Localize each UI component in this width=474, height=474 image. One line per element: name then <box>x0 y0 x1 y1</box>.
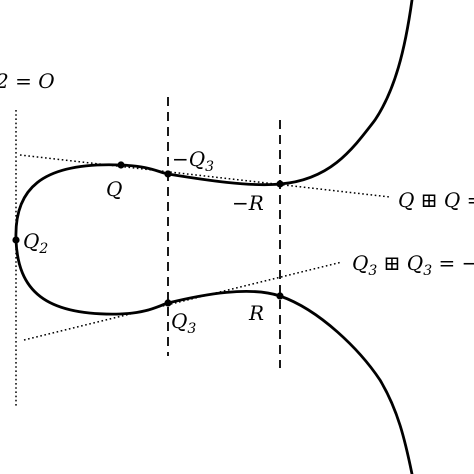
label-q3-box-q3-b: ⊞ Q <box>377 251 423 275</box>
label-q3-main: Q <box>171 309 187 333</box>
point-q3 <box>164 299 172 307</box>
label-q3-box-q3-c: = − <box>432 251 474 275</box>
label-q2-sub: 2 <box>38 241 48 257</box>
label-top-left: 2 = O <box>0 69 55 93</box>
label-neg-q3-sub: 3 <box>205 159 214 175</box>
curve-lower-branch <box>14 238 414 474</box>
point-neg-r <box>276 180 284 188</box>
label-neg-q3: −Q3 <box>172 147 214 175</box>
label-q: Q <box>106 177 122 201</box>
label-r: R <box>248 301 264 325</box>
curve-upper-branch <box>14 0 414 242</box>
label-q3-box-q3: Q3 ⊞ Q3 = − <box>352 251 474 279</box>
label-q3-sub: 3 <box>187 321 196 337</box>
label-q2-main: Q <box>23 229 39 253</box>
label-q2: Q2 <box>23 229 48 257</box>
label-q3-box-q3-sub2: 3 <box>423 263 432 279</box>
label-q3-box-q3-a: Q <box>352 251 368 275</box>
label-q3-box-q3-sub1: 3 <box>368 263 377 279</box>
point-neg-q3 <box>164 170 172 178</box>
label-neg-r: −R <box>232 191 264 215</box>
label-q3: Q3 <box>171 309 196 337</box>
label-q-box-q: Q ⊞ Q = <box>398 188 474 212</box>
point-q2 <box>12 236 20 244</box>
upper-dotted-line <box>19 154 391 198</box>
label-neg-q3-main: −Q <box>172 147 205 171</box>
point-r <box>276 292 284 300</box>
point-q <box>117 161 125 169</box>
